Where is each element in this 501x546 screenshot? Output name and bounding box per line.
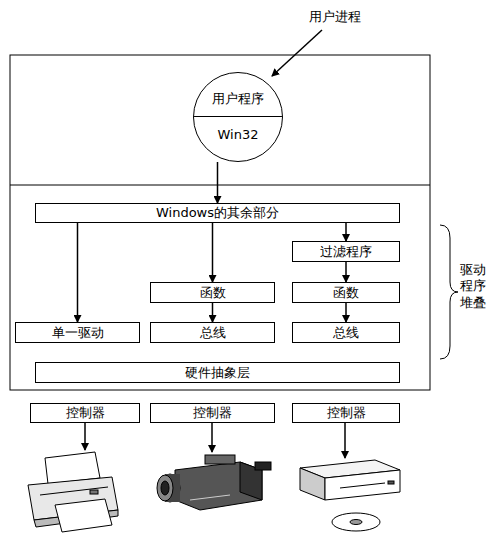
user-program-circle: 用户程序 Win32: [193, 72, 283, 162]
flow-arrow: [212, 223, 214, 282]
flow-arrow: [217, 162, 219, 203]
flow-arrow: [345, 262, 347, 282]
function-driver-box: 函数: [150, 282, 275, 303]
hal-box: 硬件抽象层: [35, 362, 400, 383]
node-text: 总线: [200, 325, 226, 341]
node-text: 函数: [200, 285, 226, 301]
device-arrow: [84, 423, 86, 450]
single-driver-box: 单一驱动: [15, 322, 140, 343]
mode-divider: [10, 185, 430, 186]
function-driver-box: 函数: [292, 282, 400, 303]
node-text: 总线: [333, 325, 359, 341]
controller-box: 控制器: [292, 403, 400, 423]
controller-box: 控制器: [150, 403, 275, 423]
flow-arrow: [212, 303, 214, 322]
cdrom-illustration: [300, 460, 400, 531]
node-text: 控制器: [193, 405, 232, 421]
process-label: 用户进程: [300, 9, 370, 25]
node-text: Win32: [218, 127, 259, 143]
controller-box: 控制器: [30, 403, 140, 423]
device-arrow: [211, 423, 213, 452]
node-text: 过滤程序: [320, 244, 372, 260]
filter-driver-box: 过滤程序: [292, 241, 400, 262]
node-text: 单一驱动: [52, 325, 104, 341]
process-arrow: [272, 30, 322, 76]
node-text: 硬件抽象层: [185, 365, 250, 381]
device-arrow: [344, 423, 346, 458]
subsystem-box: Windows的其余部分: [35, 203, 400, 223]
flow-arrow: [345, 303, 347, 322]
stack-label: 驱动程序堆叠: [458, 262, 488, 311]
circle-half: 用户程序: [194, 73, 282, 117]
bus-driver-box: 总线: [150, 322, 275, 343]
mode-frame: [10, 55, 430, 390]
node-text: 控制器: [66, 405, 105, 421]
flow-arrow: [345, 223, 347, 241]
node-text: 控制器: [327, 405, 366, 421]
flow-arrow: [77, 223, 79, 322]
node-text: 用户程序: [212, 91, 264, 107]
camcorder-illustration: [157, 455, 271, 510]
printer-illustration: [28, 452, 118, 532]
node-text: 函数: [333, 285, 359, 301]
stack-brace: [440, 225, 458, 359]
node-text: Windows的其余部分: [156, 205, 279, 221]
bus-driver-box: 总线: [292, 322, 400, 343]
circle-half: Win32: [194, 117, 282, 161]
